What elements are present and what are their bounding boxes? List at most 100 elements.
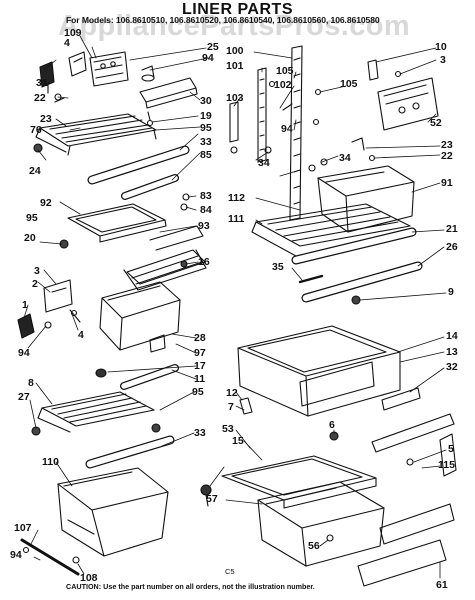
- callout-112: 112: [228, 192, 245, 204]
- door-bin-91: [317, 165, 415, 233]
- callout-5: 5: [448, 443, 454, 455]
- callout-25: 25: [207, 41, 219, 53]
- callout-102: 102: [274, 79, 292, 91]
- callout-85: 85: [200, 149, 212, 161]
- callout-28: 28: [194, 332, 206, 344]
- callout-9: 9: [448, 286, 454, 298]
- callout-94-right: 94: [281, 123, 293, 135]
- callout-11: 11: [194, 373, 206, 385]
- deli-drawer-97: [99, 281, 181, 353]
- watermark: AppliancePartsPros.com: [58, 10, 411, 42]
- callout-22-left: 22: [34, 92, 46, 104]
- callout-57: 57: [206, 493, 218, 505]
- rail-12-7: [239, 397, 253, 415]
- callout-107: 107: [14, 522, 32, 534]
- panel-61: [357, 539, 447, 587]
- callout-111: 111: [228, 213, 245, 225]
- wire-shelf-upper: [33, 113, 157, 156]
- callout-22-right: 22: [441, 150, 453, 162]
- glass-shelf-53: [221, 455, 377, 509]
- callout-26: 26: [446, 241, 458, 253]
- callout-92: 92: [40, 197, 52, 209]
- callout-4: 4: [64, 37, 70, 49]
- callout-14: 14: [446, 330, 458, 342]
- callout-101: 101: [226, 60, 244, 72]
- bracket-assembly: [17, 279, 81, 339]
- knob-31: [39, 61, 55, 94]
- callout-53: 53: [222, 423, 234, 435]
- leader-lines: [23, 35, 447, 579]
- shelf-ladder-101: [257, 67, 267, 163]
- callout-105-b: 105: [340, 78, 358, 90]
- callout-31: 31: [36, 77, 48, 89]
- callout-17: 17: [194, 360, 206, 372]
- callout-23-left: 23: [40, 113, 52, 125]
- callout-7: 7: [228, 401, 234, 413]
- callout-91: 91: [441, 177, 453, 189]
- callout-15: 15: [232, 435, 244, 447]
- caution-note: CAUTION: Use the part number on all orde…: [66, 582, 315, 591]
- callout-76: 76: [30, 124, 42, 136]
- callout-20: 20: [24, 232, 36, 244]
- callout-97: 97: [194, 347, 206, 359]
- callout-94-mid: 94: [18, 347, 30, 359]
- ladder-103: [229, 101, 239, 154]
- callout-56: 56: [308, 540, 320, 552]
- callout-84: 84: [200, 204, 212, 216]
- callout-33-b: 33: [194, 427, 206, 439]
- page-code: C5: [225, 567, 235, 576]
- callout-115: 115: [438, 459, 455, 471]
- pan-cover-93: [123, 225, 207, 291]
- callout-8: 8: [28, 377, 34, 389]
- callout-23-right: 23: [441, 139, 453, 151]
- screws-105-102: [264, 80, 328, 172]
- callout-110: 110: [42, 456, 59, 468]
- diagram-title: LINER PARTS: [182, 1, 293, 18]
- callout-13: 13: [446, 346, 458, 358]
- callout-93: 93: [198, 220, 210, 232]
- callout-95-a: 95: [200, 122, 212, 134]
- callout-109: 109: [64, 27, 82, 39]
- light-cover-30: [139, 65, 198, 127]
- cover-strips-32: [371, 387, 455, 453]
- callout-3-right: 3: [440, 54, 446, 66]
- callout-33-a: 33: [200, 136, 212, 148]
- callout-32: 32: [446, 361, 458, 373]
- rail-107-108: [20, 538, 80, 576]
- callout-34-b: 34: [258, 157, 270, 169]
- callout-35: 35: [272, 261, 284, 273]
- small-parts-22: [54, 93, 65, 103]
- callout-30: 30: [200, 95, 212, 107]
- control-panel-52: [367, 59, 439, 131]
- trim-115: [379, 433, 457, 545]
- meat-pan-14: [237, 325, 401, 417]
- callout-100: 100: [226, 45, 244, 57]
- callout-4-lower: 4: [78, 329, 84, 341]
- crisper-drawer-110: [57, 467, 169, 557]
- callout-52: 52: [430, 117, 442, 129]
- trim-tubes-21-26: [291, 227, 423, 303]
- callout-19: 19: [200, 110, 212, 122]
- shelf-trim-tubes: [87, 145, 190, 211]
- crisper-drawer-57: [257, 481, 385, 567]
- callout-94-bottom: 94: [10, 549, 22, 561]
- callout-94-top: 94: [202, 52, 214, 64]
- callout-21: 21: [446, 223, 458, 235]
- callout-27: 27: [18, 391, 30, 403]
- control-housing: [68, 51, 129, 87]
- callout-103: 103: [226, 92, 244, 104]
- glass-shelf-92: [67, 203, 167, 243]
- callout-95-c: 95: [192, 386, 204, 398]
- rollers-17-11: [95, 364, 179, 390]
- callout-3-left: 3: [34, 265, 40, 277]
- callout-6: 6: [329, 419, 335, 431]
- wire-shelf-lower: [31, 391, 161, 436]
- callout-16: 16: [198, 256, 210, 268]
- callout-83: 83: [200, 190, 212, 202]
- callout-24: 24: [29, 165, 41, 177]
- callout-10: 10: [435, 41, 447, 53]
- models-line: For Models: 106.8610510, 106.8610520, 10…: [66, 15, 380, 25]
- callout-61: 61: [436, 579, 448, 591]
